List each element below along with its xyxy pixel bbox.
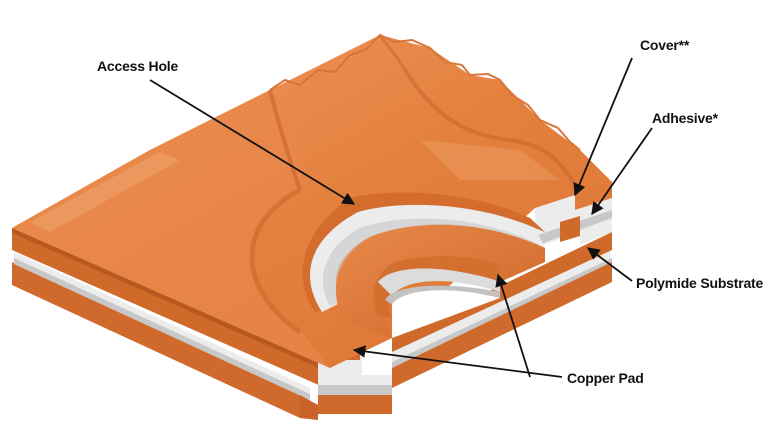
- top-surface: [12, 33, 612, 368]
- polymide-substrate-pointer: [586, 247, 633, 282]
- cover-pointer: [573, 57, 633, 197]
- left-edge-layers: [12, 228, 330, 418]
- copper-pad-pointer-left: [352, 345, 563, 378]
- access-hole-pointer: [149, 79, 356, 205]
- access-hole-label: Access Hole: [97, 58, 179, 74]
- polymide-substrate-label: Polymide Substrate: [636, 275, 764, 291]
- adhesive-pointer: [591, 127, 653, 216]
- adhesive-label: Adhesive*: [652, 110, 718, 126]
- pointer-lines: [149, 57, 653, 378]
- copper-pad-label: Copper Pad: [567, 370, 644, 386]
- copper-pad-pointer-right: [495, 273, 531, 378]
- access-hole: [302, 192, 545, 338]
- cover-label: Cover**: [640, 37, 690, 53]
